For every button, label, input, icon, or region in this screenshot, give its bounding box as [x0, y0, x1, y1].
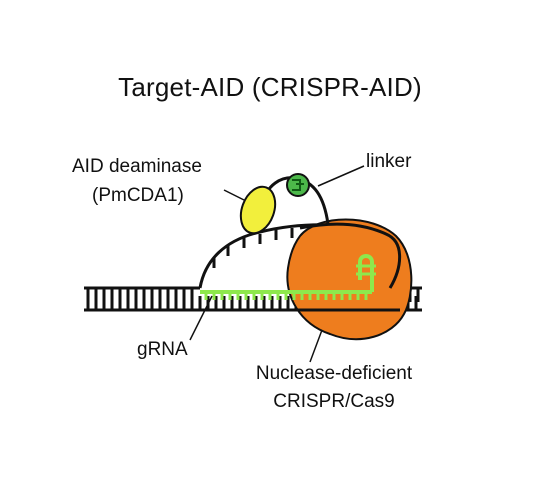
dna-top-strand-left	[84, 286, 200, 302]
deaminase-label-line1: AID deaminase	[72, 156, 202, 177]
deaminase-label-line2: (PmCDA1)	[92, 185, 184, 206]
grna-label: gRNA	[137, 339, 188, 360]
cas9-label-line1: Nuclease-deficient	[255, 363, 413, 384]
cas9-leader-line	[309, 329, 323, 363]
linker-leader-line	[317, 165, 365, 187]
cas9-label-line2: CRISPR/Cas9	[273, 391, 395, 412]
linker-icon	[286, 173, 310, 197]
bubble-ticks-over-cas9	[299, 222, 402, 289]
grna-strand	[200, 254, 376, 300]
diagram-title: Target-AID (CRISPR-AID)	[118, 72, 422, 102]
aid-deaminase-shape	[239, 185, 277, 235]
deaminase-leader-line	[223, 189, 245, 201]
grna-leader-line	[189, 295, 213, 341]
linker-label: linker	[366, 151, 412, 172]
